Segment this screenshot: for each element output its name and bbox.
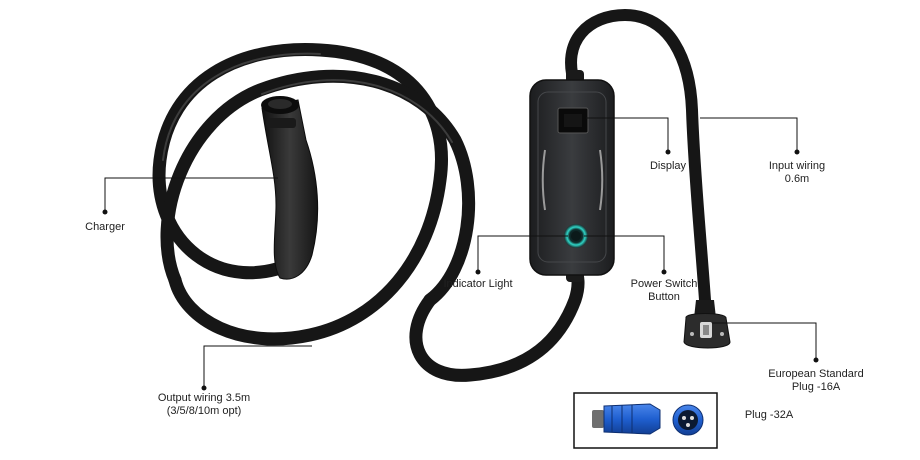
label-display: Display (649, 160, 687, 172)
control-box-icon (529, 70, 615, 282)
schuko-plug-icon (683, 300, 731, 349)
industrial-plug-inset (573, 392, 718, 449)
leader-lines (104, 117, 817, 388)
charger-connector-icon (261, 96, 319, 280)
label-power-switch: Power Switch Button (630, 278, 698, 303)
label-input-wiring: Input wiring 0.6m (768, 160, 826, 185)
label-european-plug: European Standard Plug -16A (768, 368, 864, 393)
output-cable (152, 43, 585, 382)
label-output-wiring: Output wiring 3.5m (3/5/8/10m opt) (157, 392, 251, 417)
input-cable (565, 8, 711, 306)
label-indicator-light: Indicator Light (443, 278, 513, 290)
label-charger: Charger (85, 221, 125, 233)
industrial-plug-icon (592, 403, 704, 436)
label-plug-32a: Plug -32A (744, 409, 794, 421)
